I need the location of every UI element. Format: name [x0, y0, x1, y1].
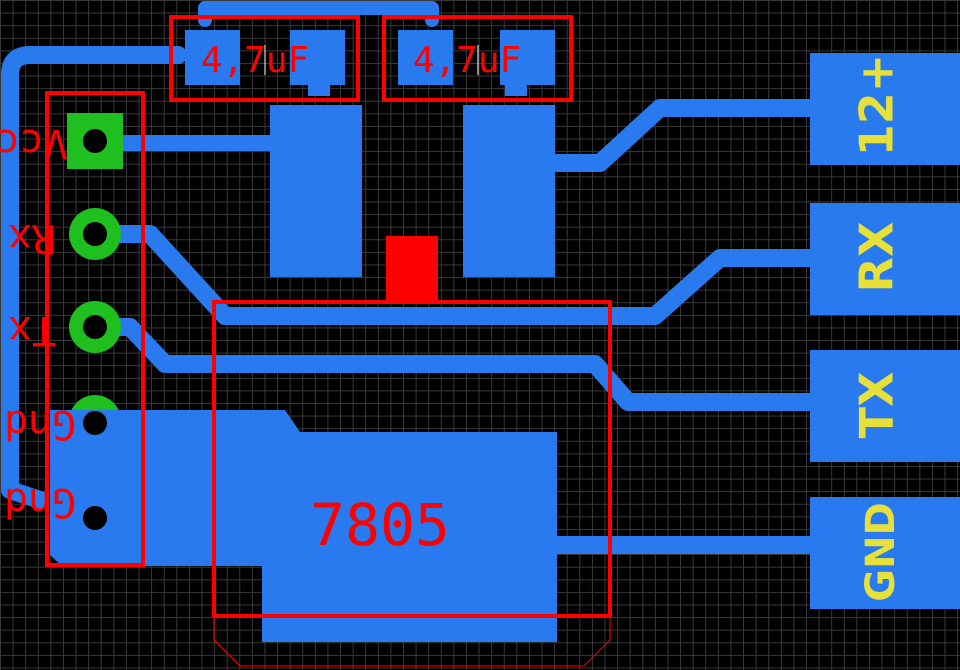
header-pins [60, 113, 130, 530]
silk-labels: 4,7uF 4,7uF 7805 Vcc Rx Tx Gnd Gnd [0, 40, 521, 559]
edge-label-gnd: GND [858, 502, 904, 602]
regulator-body-outline [213, 616, 611, 667]
copper-pads [50, 30, 960, 642]
cap1-pad-left [185, 30, 240, 85]
regulator-label: 7805 [310, 491, 450, 559]
edge-label-tx: TX [850, 372, 904, 439]
regulator-in-pad [270, 105, 362, 277]
cap2-value-label: 4,7uF [413, 40, 521, 81]
regulator-out-pad [463, 105, 555, 277]
trace-rx [86, 225, 824, 325]
edge-label-12v: 12+ [850, 54, 904, 157]
pin-vcc-hole [83, 129, 107, 153]
header-outline [45, 91, 145, 567]
pin-rx-hole [83, 222, 107, 246]
trace-tx [86, 318, 824, 411]
trace-12v [546, 99, 824, 172]
edge-label-rx: RX [850, 222, 904, 293]
cap2-pad-right [500, 30, 555, 85]
header-label-tx: Tx [8, 307, 56, 353]
cap2-pad-left [398, 30, 453, 85]
cap1-pad-right [290, 30, 345, 85]
ground-pour [50, 410, 557, 642]
cap1-outline [169, 15, 360, 102]
header-label-rx: Rx [8, 215, 56, 261]
header-label-gnd2: Gnd [4, 479, 76, 525]
header-label-gnd1: Gnd [4, 401, 76, 447]
cap1-pad-tab [308, 80, 330, 96]
pin-gnd1-hole [83, 411, 107, 435]
header-label-vcc: Vcc [0, 120, 68, 166]
cap2-pad-tab [505, 80, 527, 96]
cap1-value-label: 4,7uF [201, 40, 309, 81]
edge-pad-rx [810, 203, 960, 315]
copper-traces [1, 1, 824, 554]
trace-top-loop [198, 1, 439, 27]
edge-pad-tx [810, 350, 960, 462]
trace-left-loop [1, 46, 187, 509]
pin-tx-hole [83, 315, 107, 339]
cap2-outline [382, 15, 573, 102]
edge-pad-gnd [810, 497, 960, 609]
edge-labels: 12+ RX TX GND [850, 54, 905, 602]
regulator-tab-mark [386, 236, 438, 302]
edge-pad-12v [810, 53, 960, 165]
pin-gnd2-hole [83, 506, 107, 530]
